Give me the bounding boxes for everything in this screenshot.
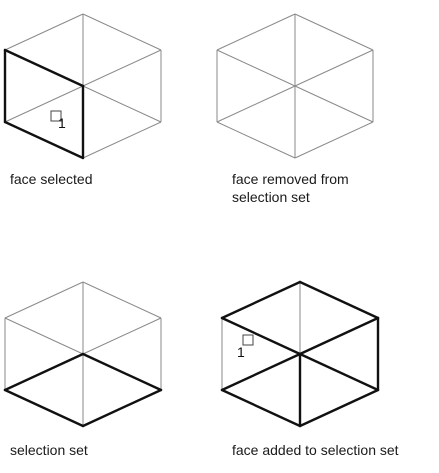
cube-edge bbox=[4, 281, 84, 319]
selected-face-edge bbox=[81, 352, 163, 392]
cube-edge bbox=[216, 85, 296, 123]
cube-edge bbox=[294, 49, 374, 87]
caption-face-selected: face selected bbox=[10, 170, 93, 188]
selected-face-edge bbox=[3, 120, 85, 160]
selected-face-edge bbox=[220, 280, 302, 320]
pick-number: 1 bbox=[58, 115, 66, 131]
cube-edge bbox=[294, 85, 374, 123]
selected-face-edge bbox=[3, 388, 85, 428]
caption-line: selection set bbox=[232, 189, 310, 205]
cube-face-added: 1 bbox=[220, 280, 380, 428]
caption-line: face removed from bbox=[232, 171, 349, 187]
caption-line: face selected bbox=[10, 171, 93, 187]
cube-edge bbox=[4, 85, 84, 123]
caption-selection-set: selection set bbox=[10, 441, 88, 459]
selected-face-edge bbox=[220, 388, 302, 428]
cube-edge bbox=[82, 281, 162, 319]
cube-edge bbox=[82, 85, 162, 123]
selected-face-edge bbox=[3, 48, 85, 88]
cube-edge bbox=[216, 121, 296, 159]
cube-edge bbox=[216, 49, 296, 87]
cube-edge bbox=[82, 121, 162, 159]
cube-edge bbox=[294, 13, 374, 51]
caption-line: face added to selection set bbox=[232, 442, 399, 458]
selected-face-edge bbox=[220, 352, 302, 392]
cube-edge bbox=[82, 317, 162, 355]
cube-edge bbox=[4, 13, 84, 51]
selected-face-edge bbox=[298, 388, 380, 428]
pick-box-icon bbox=[242, 334, 254, 346]
selected-face-edge bbox=[220, 316, 302, 356]
cube-face-selected: 1 bbox=[3, 13, 162, 160]
selected-face-edge bbox=[298, 316, 380, 356]
selected-face-edge bbox=[3, 352, 85, 392]
cube-edge bbox=[216, 13, 296, 51]
cube-edge bbox=[82, 49, 162, 87]
cube-edge bbox=[294, 121, 374, 159]
cube-face-removed bbox=[216, 13, 374, 159]
selected-face-edge bbox=[298, 280, 380, 320]
cube-edge bbox=[4, 317, 84, 355]
caption-line: selection set bbox=[10, 442, 88, 458]
selected-face-edge bbox=[81, 388, 163, 428]
pick-box-icon bbox=[50, 110, 62, 122]
caption-face-removed: face removed from selection set bbox=[232, 170, 349, 206]
cube-edge bbox=[82, 13, 162, 51]
pick-number: 1 bbox=[237, 344, 245, 360]
cube-selection-set bbox=[3, 281, 163, 428]
selected-face-edge bbox=[298, 352, 380, 392]
caption-face-added: face added to selection set bbox=[232, 441, 399, 459]
